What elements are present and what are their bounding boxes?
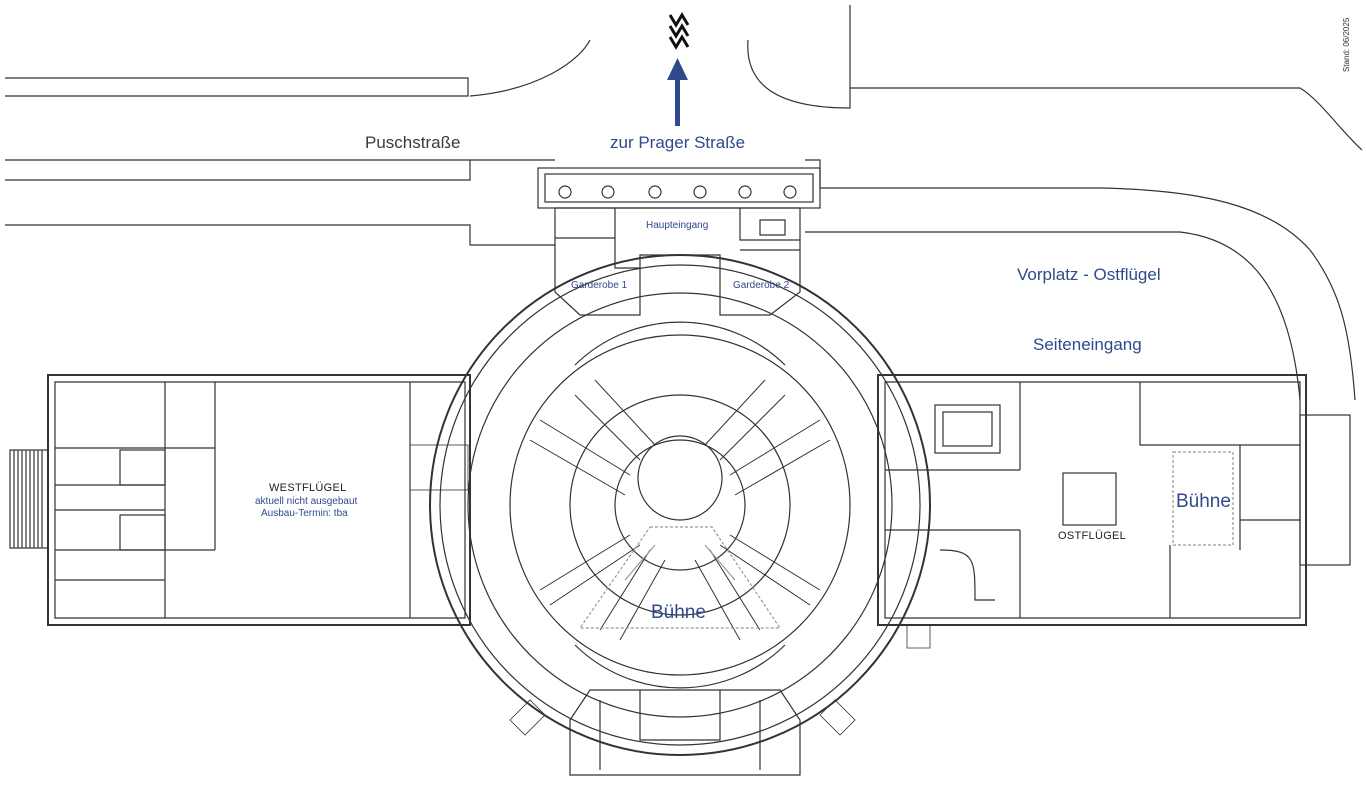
east-stage-label: Bühne: [1176, 491, 1231, 512]
rotunda-inner: [509, 334, 851, 676]
street-edge: [850, 87, 1363, 151]
stairs: [409, 444, 931, 736]
south-block: [569, 689, 801, 776]
cloakroom-1-label: Garderobe 1: [571, 280, 628, 291]
street-edge: [5, 77, 469, 97]
north-arrow: [667, 58, 688, 126]
entrance-block: [554, 207, 801, 316]
street-curb: [747, 5, 851, 109]
street-curb: [469, 39, 591, 97]
west-wing-note-1: aktuell nicht ausgebaut: [255, 496, 358, 507]
center-stage: [578, 526, 782, 629]
west-wing-title: WESTFLÜGEL: [269, 482, 347, 494]
street-edge: [5, 224, 555, 246]
radial-aisles: [529, 379, 831, 641]
side-entrance-label: Seiteneingang: [1033, 335, 1142, 354]
street-edge: [5, 159, 471, 181]
rotunda-outer: [429, 254, 931, 756]
double-m-logo: [668, 12, 690, 50]
street-edge: [805, 231, 1301, 401]
east-wing: [877, 374, 1307, 626]
portico-columns: [558, 185, 797, 199]
cloakroom-2-label: Garderobe 2: [733, 280, 790, 291]
street-label-puschstrasse: Puschstraße: [365, 133, 461, 152]
date-stamp: Stand: 06/2025: [1342, 17, 1351, 72]
rotunda-center: [637, 435, 723, 521]
east-wing-title: OSTFLÜGEL: [1058, 530, 1127, 542]
center-stage-label: Bühne: [651, 602, 706, 623]
street-edge: [805, 159, 1356, 401]
east-stage: [1172, 451, 1234, 546]
forecourt-east-label: Vorplatz - Ostflügel: [1017, 265, 1161, 284]
main-entrance-label: Haupteingang: [646, 220, 709, 231]
direction-label-prager-strasse: zur Prager Straße: [610, 133, 746, 152]
west-wing-note-2: Ausbau-Termin: tba: [261, 508, 348, 519]
